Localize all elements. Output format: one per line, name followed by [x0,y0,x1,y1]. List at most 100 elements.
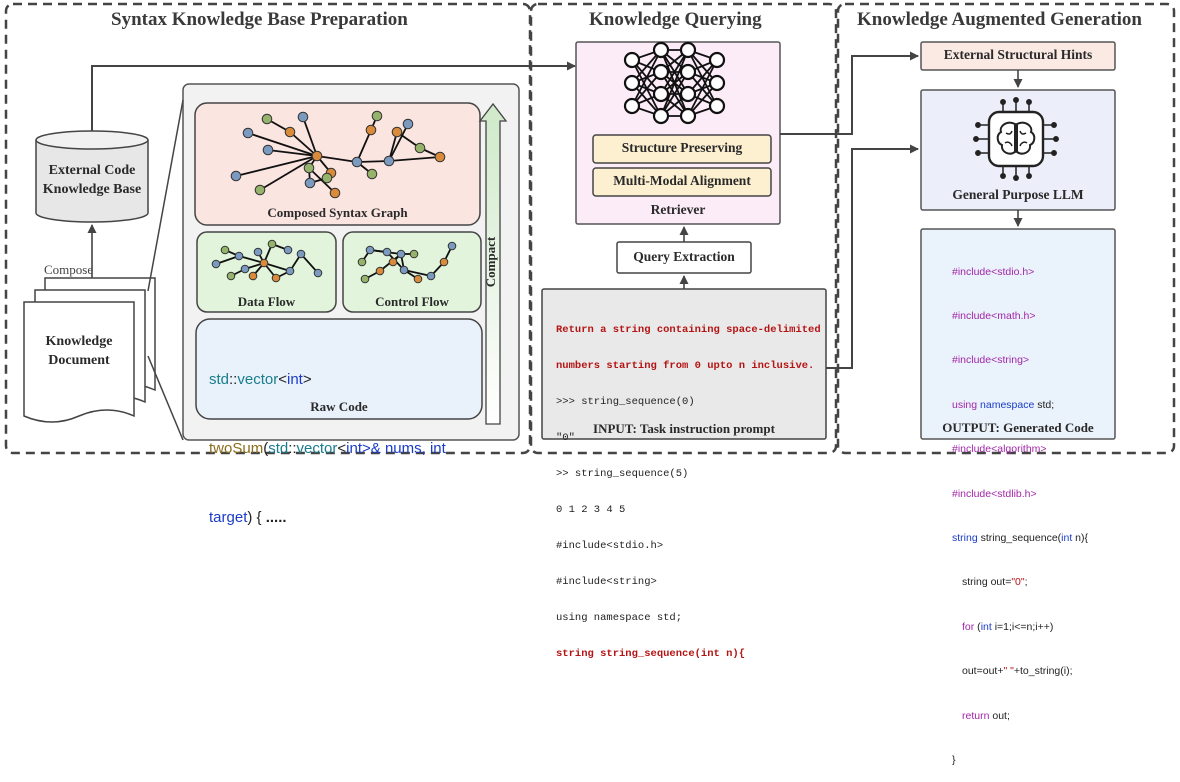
nn-edge [687,59,718,117]
nn-node [679,85,697,103]
nn-node [652,107,670,125]
graph-edge [403,269,432,277]
graph-edge [388,156,441,162]
graph-node [329,187,341,199]
graph-edge [356,160,390,163]
gen-code-token: "0" [1011,576,1025,589]
graph-node [426,271,436,281]
prompt-to-llm-arrow [826,144,919,369]
figure: Syntax Knowledge Base Preparation Knowle… [4,2,1176,766]
query-extraction-label: Query Extraction [633,249,735,264]
generated-code: #include<stdio.h> #include<math.h> #incl… [952,235,1088,782]
prompt-line: 0 1 2 3 4 5 [556,504,626,516]
gen-code-line: using namespace std; [952,398,1088,413]
graph-node [409,249,419,259]
raw-code-token: int [346,440,363,457]
gen-code-token: return [962,709,990,722]
graph-node [242,127,254,139]
nn-node [708,51,726,69]
nn-node [623,74,641,92]
nn-edge [660,49,689,117]
graph-node [365,124,377,136]
gen-code-line: #include<string> [952,354,1030,367]
gen-code-token: for [962,620,975,633]
knowledge-base-label-line1: External Code [48,163,136,178]
prompt-line: #include<string> [556,576,657,588]
graph-node [371,110,383,122]
prompt-line: #include<stdio.h> [556,540,664,552]
gen-code-token: using [952,398,978,411]
raw-code-line-1: std::vector<int> [209,368,446,391]
raw-code-text: std::vector<int> twoSum(std::vector<int>… [209,322,446,552]
graph-node [399,265,409,275]
retriever-label: Retriever [650,202,706,217]
graph-edge [238,255,265,264]
neural-network-icon [623,41,726,125]
doc-to-container-line-2 [147,355,184,441]
prompt-line: using namespace std; [556,612,683,624]
nn-node [679,107,697,125]
knowledge-base-label: External Code Knowledge Base [36,161,148,199]
graph-node [253,247,263,257]
nn-edge [631,49,662,107]
output-label: OUTPUT: Generated Code [942,420,1094,435]
raw-code-token: > [302,371,312,388]
graph-node [262,144,274,156]
gen-code-line: #include<stdlib.h> [952,487,1037,500]
raw-code-label: Raw Code [310,399,368,414]
graph-node [391,126,403,138]
raw-code-token: vector [296,440,338,457]
graph-node [360,274,370,284]
graph-edge [316,155,358,163]
graph-node [230,170,242,182]
document-label-line2: Document [48,353,110,368]
nn-node [652,85,670,103]
gen-code-line: #include<algorithm> [952,443,1047,456]
prompt-line: "0" [556,432,575,444]
graph-node [234,251,244,261]
data-flow-label: Data Flow [237,294,296,309]
knowledge-base-cylinder [35,130,149,223]
document-label-line1: Knowledge [45,334,113,349]
raw-code-token: target [209,509,248,526]
graph-node [254,184,266,196]
gen-code-token: out; [989,709,1010,722]
graph-node [321,172,333,184]
raw-code-token: int [429,440,446,457]
gen-code-token: std; [1034,398,1055,411]
gen-code-line: #include<stdio.h> [952,265,1035,278]
graph-node [248,271,258,281]
control-flow-label: Control Flow [375,294,449,309]
graph-edge [356,129,372,163]
graph-node [413,274,423,284]
structure-chip [592,134,772,164]
raw-code-token: ( [263,440,269,457]
section-title-preparation: Syntax Knowledge Base Preparation [111,9,408,30]
graph-node [271,273,281,283]
graph-node [402,118,414,130]
graph-node [220,245,230,255]
compact-arrow [478,102,508,425]
nn-edge [660,71,689,117]
prompt-box [541,288,827,440]
gen-code-line: string out="0"; [952,575,1088,590]
graph-node [375,266,385,276]
knowledge-base-label-line2: Knowledge Base [42,182,142,197]
multimodal-chip [592,167,772,197]
raw-code-line-3: target) { ..... [209,506,446,529]
graph-edge [388,123,409,162]
raw-code-token: :: [229,371,238,388]
llm-label: General Purpose LLM [952,187,1084,202]
raw-code-box [195,318,483,420]
gen-code-token: string [952,531,978,544]
prompt-line: string string_sequence(int n){ [556,648,746,660]
gen-code-token: n){ [1072,531,1089,544]
gen-code-token: string_sequence( [977,531,1062,544]
graph-edge [308,167,336,194]
graph-node [313,268,323,278]
graph-node [357,257,367,267]
data-flow-graph [211,239,323,283]
hints-label: External Structural Hints [943,47,1093,62]
graph-node [284,126,296,138]
diagram-canvas [4,2,1176,455]
